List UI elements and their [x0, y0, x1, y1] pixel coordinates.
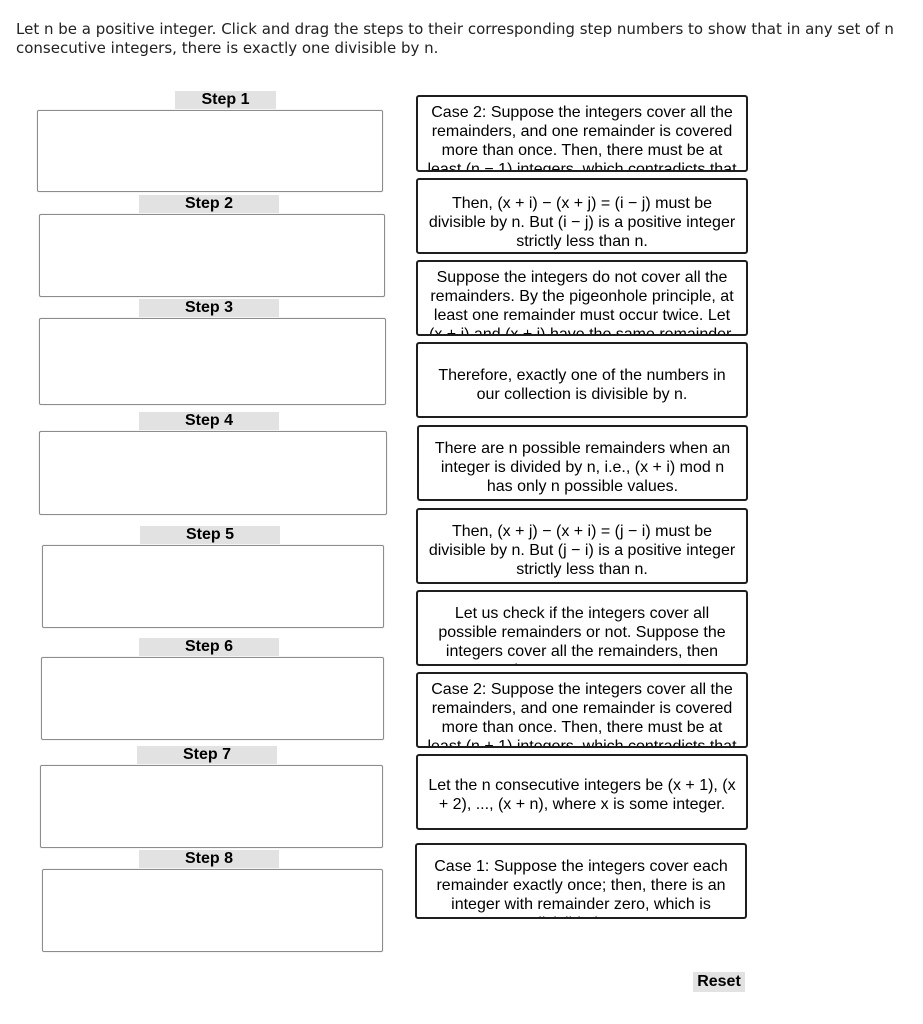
step-1-drop-zone[interactable]	[37, 110, 383, 192]
card-text: Then, (x + j) − (x + i) = (j − i) must b…	[428, 523, 736, 578]
step-1-label: Step 1	[175, 91, 276, 109]
step-2-drop-zone[interactable]	[39, 214, 385, 297]
step-6-drop-zone[interactable]	[41, 657, 384, 740]
card-text: There are n possible remainders when an …	[434, 440, 731, 495]
draggable-step-card[interactable]: Then, (x + i) − (x + j) = (i − j) must b…	[416, 178, 748, 254]
card-text: Therefore, exactly one of the numbers in…	[438, 367, 726, 403]
step-5-drop-zone[interactable]	[42, 545, 384, 628]
draggable-step-card[interactable]: Case 1: Suppose the integers cover each …	[415, 843, 747, 919]
step-3-label: Step 3	[139, 299, 279, 317]
step-2-label: Step 2	[139, 195, 279, 213]
card-text: Case 2: Suppose the integers cover all t…	[427, 681, 737, 748]
draggable-step-card[interactable]: Suppose the integers do not cover all th…	[416, 260, 748, 336]
step-8-drop-zone[interactable]	[42, 869, 383, 952]
draggable-step-card[interactable]: Then, (x + j) − (x + i) = (j − i) must b…	[416, 508, 748, 584]
step-4-drop-zone[interactable]	[39, 431, 387, 515]
card-text: Case 2: Suppose the integers cover all t…	[427, 104, 737, 172]
draggable-step-card[interactable]: Therefore, exactly one of the numbers in…	[416, 342, 748, 418]
step-7-label: Step 7	[137, 746, 277, 764]
draggable-step-card[interactable]: Case 2: Suppose the integers cover all t…	[416, 95, 748, 172]
draggable-step-card[interactable]: There are n possible remainders when an …	[417, 425, 748, 501]
instructions-text: Let n be a positive integer. Click and d…	[16, 20, 894, 57]
reset-button[interactable]: Reset	[693, 972, 745, 992]
card-text: Suppose the integers do not cover all th…	[429, 269, 735, 336]
step-8-label: Step 8	[139, 850, 279, 868]
draggable-step-card[interactable]: Case 2: Suppose the integers cover all t…	[416, 672, 748, 748]
card-text: Let the n consecutive integers be (x + 1…	[428, 777, 736, 813]
step-5-label: Step 5	[140, 526, 280, 544]
card-text: Case 1: Suppose the integers cover each …	[434, 858, 728, 917]
card-text: Then, (x + i) − (x + j) = (i − j) must b…	[428, 195, 736, 250]
card-text: Let us check if the integers cover all p…	[438, 605, 726, 664]
step-3-drop-zone[interactable]	[39, 318, 386, 405]
draggable-step-card[interactable]: Let us check if the integers cover all p…	[416, 590, 748, 666]
step-6-label: Step 6	[139, 638, 279, 656]
step-7-drop-zone[interactable]	[40, 765, 383, 848]
step-4-label: Step 4	[139, 412, 279, 430]
draggable-step-card[interactable]: Let the n consecutive integers be (x + 1…	[416, 754, 748, 830]
